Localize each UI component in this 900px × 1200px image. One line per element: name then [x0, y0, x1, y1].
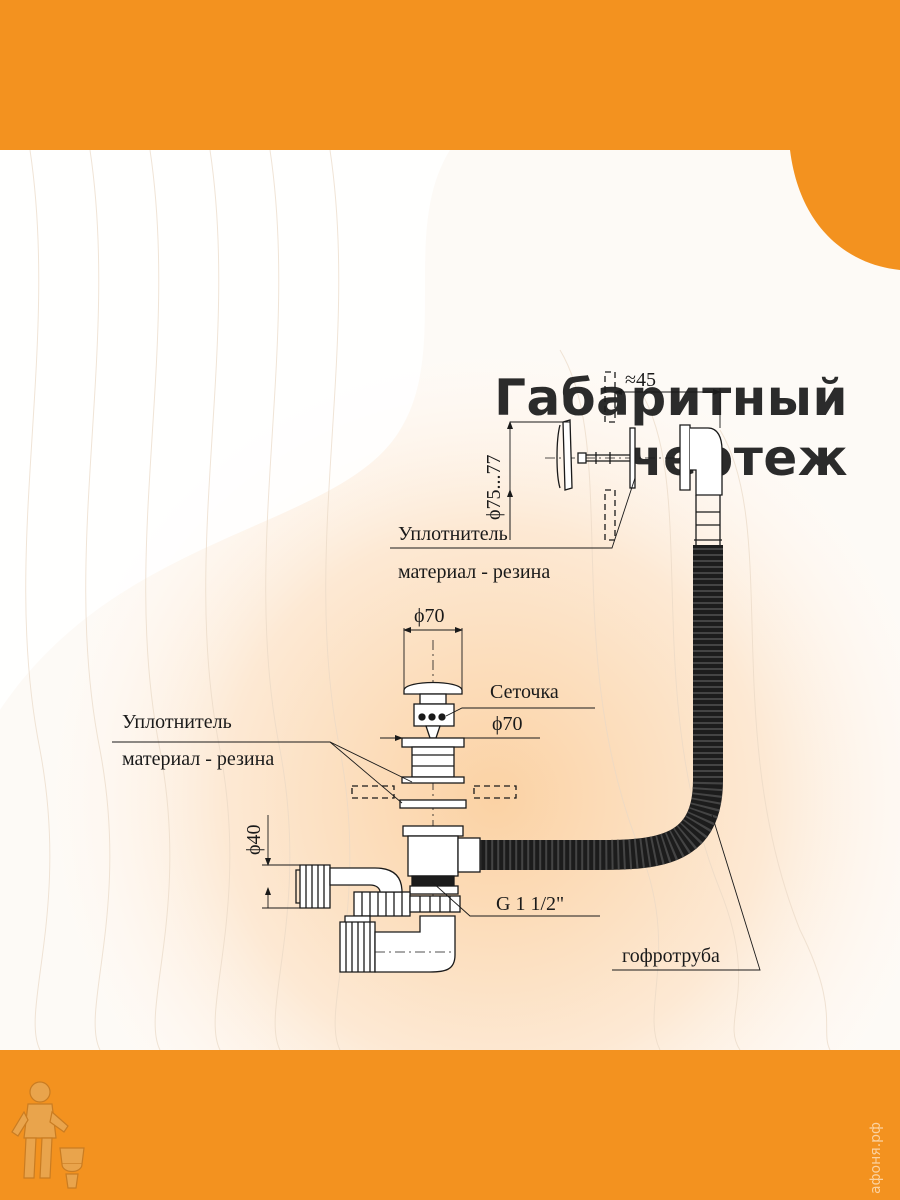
strainer-label: Сеточка	[490, 681, 559, 703]
seal-top-label-1: Уплотнитель	[398, 523, 508, 545]
page-title: Габаритный чертеж	[494, 368, 848, 488]
overflow-dimensions	[390, 388, 721, 549]
thread-label: G 1 1/2"	[496, 893, 564, 915]
plumber-mascot-icon	[11, 1081, 85, 1189]
technical-drawing: ≈45 ϕ75...77 Уплотнитель материал - рези…	[112, 369, 761, 973]
overflow-assembly	[545, 371, 723, 545]
drain-dimensions	[112, 627, 761, 971]
top-orange-band	[0, 0, 900, 150]
plug-diameter-label: ϕ70	[414, 605, 445, 627]
overflow-width-label: ≈45	[625, 369, 656, 391]
drain-assembly	[295, 640, 517, 973]
content-area: Габаритный чертеж	[0, 150, 900, 1050]
seal-bottom-label-2: материал - резина	[122, 748, 274, 770]
bottom-orange-band	[0, 1050, 900, 1200]
outlet-diameter-label: ϕ40	[243, 824, 265, 855]
hose-label: гофротруба	[622, 945, 720, 967]
site-watermark: афоня.рф	[868, 1122, 884, 1194]
overflow-diameter-label: ϕ75...77	[483, 454, 505, 520]
seal-bottom-label-1: Уплотнитель	[122, 711, 232, 733]
seal-top-label-2: материал - резина	[398, 561, 550, 583]
title-line-2: чертеж	[628, 429, 848, 487]
watermark-text: афоня.рф	[868, 1122, 884, 1194]
background-decoration	[0, 150, 900, 1050]
corrugated-hose	[480, 545, 723, 870]
strainer-diameter-label: ϕ70	[492, 713, 523, 735]
title-line-1: Габаритный	[494, 369, 848, 427]
